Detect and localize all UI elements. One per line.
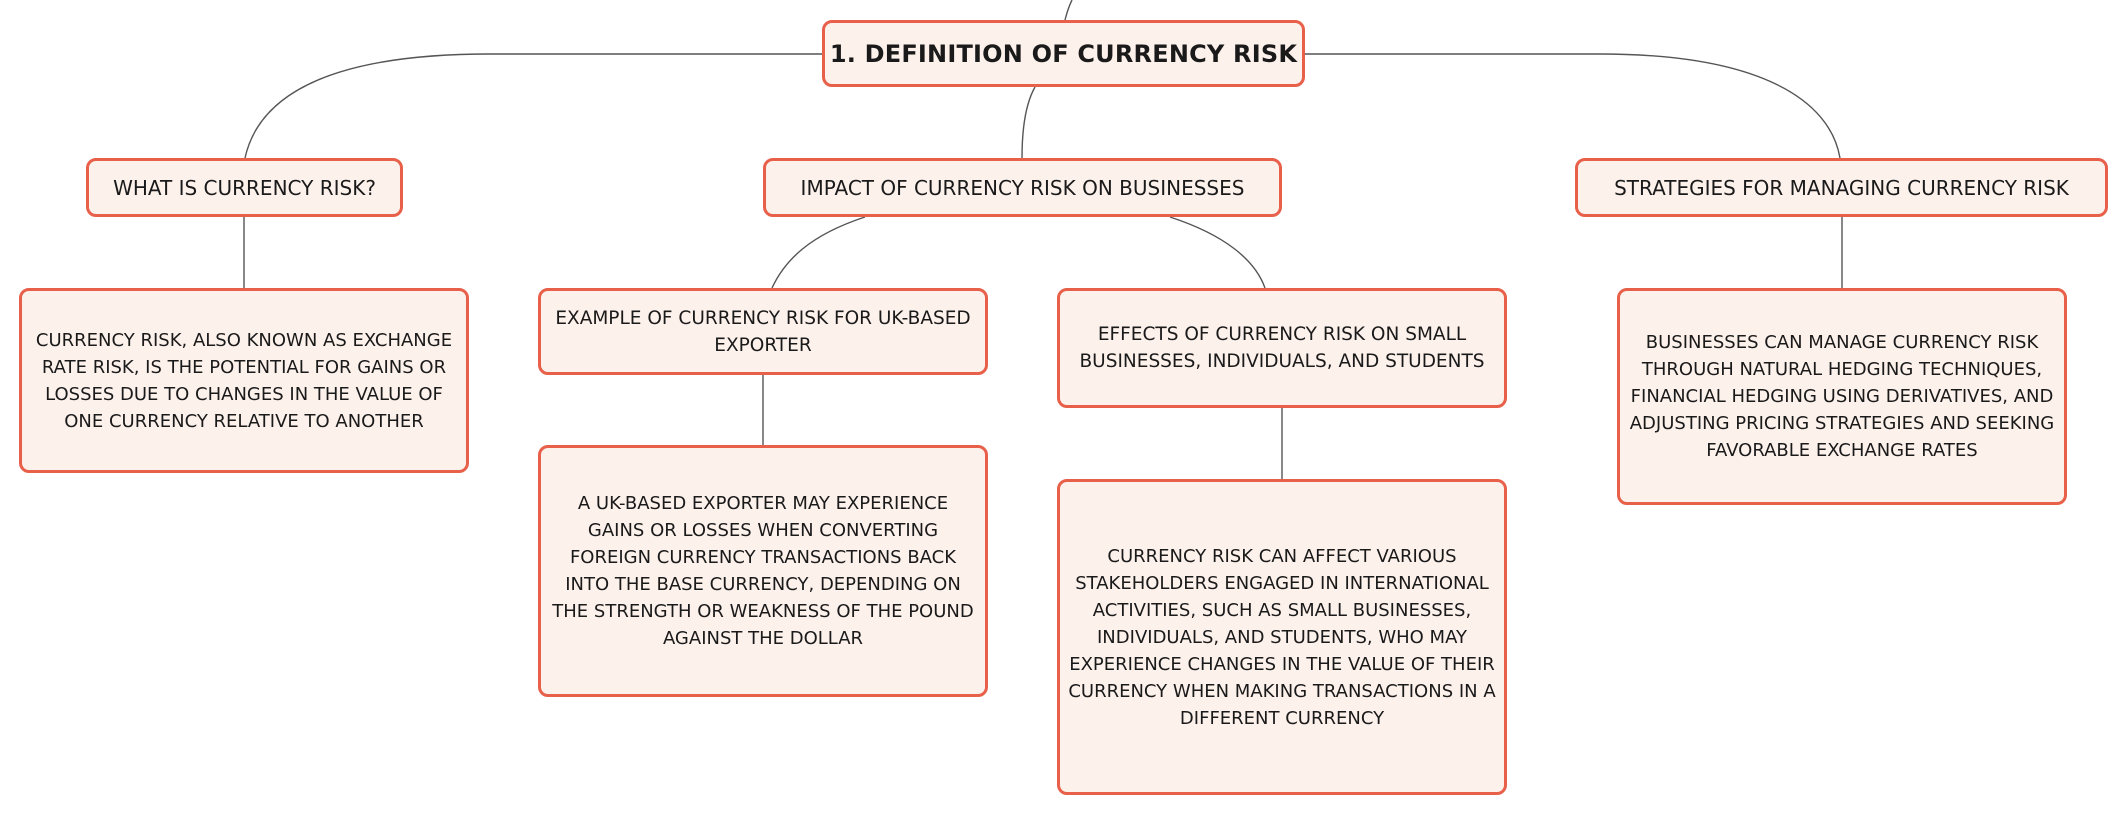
- connector-impact-to-effects: [1169, 216, 1266, 289]
- leaf-node-definition[interactable]: CURRENCY RISK, ALSO KNOWN AS EXCHANGE RA…: [19, 288, 469, 473]
- sub-node-label: EFFECTS OF CURRENCY RISK ON SMALL BUSINE…: [1079, 324, 1485, 372]
- leaf-node-strategies-detail[interactable]: BUSINESSES CAN MANAGE CURRENCY RISK THRO…: [1617, 288, 2067, 505]
- topic-node-managing-strategies[interactable]: STRATEGIES FOR MANAGING CURRENCY RISK: [1575, 158, 2108, 217]
- leaf-node-uk-exporter-detail[interactable]: A UK-BASED EXPORTER MAY EXPERIENCE GAINS…: [538, 445, 988, 697]
- topic-node-impact-on-businesses[interactable]: IMPACT OF CURRENCY RISK ON BUSINESSES: [763, 158, 1282, 217]
- connector-root-to-impact: [1021, 86, 1036, 159]
- leaf-node-stakeholders-detail[interactable]: CURRENCY RISK CAN AFFECT VARIOUS STAKEHO…: [1057, 479, 1507, 795]
- sub-node-uk-exporter-example[interactable]: EXAMPLE OF CURRENCY RISK FOR UK-BASED EX…: [538, 288, 988, 375]
- connector-root-parent: [1064, 0, 1073, 21]
- root-node-label: 1. DEFINITION OF CURRENCY RISK: [829, 39, 1298, 68]
- leaf-node-label: A UK-BASED EXPORTER MAY EXPERIENCE GAINS…: [552, 493, 974, 649]
- topic-node-label: WHAT IS CURRENCY RISK?: [113, 175, 376, 200]
- topic-node-what-is-currency-risk[interactable]: WHAT IS CURRENCY RISK?: [86, 158, 403, 217]
- leaf-node-label: CURRENCY RISK CAN AFFECT VARIOUS STAKEHO…: [1068, 545, 1496, 729]
- connector-impact-to-example: [771, 216, 866, 289]
- leaf-node-label: CURRENCY RISK, ALSO KNOWN AS EXCHANGE RA…: [35, 329, 453, 432]
- connector-root-to-strategies: [1305, 53, 1841, 159]
- connector-root-to-what-is: [244, 53, 822, 159]
- root-node[interactable]: 1. DEFINITION OF CURRENCY RISK: [822, 20, 1305, 87]
- topic-node-label: IMPACT OF CURRENCY RISK ON BUSINESSES: [800, 175, 1245, 200]
- leaf-node-label: BUSINESSES CAN MANAGE CURRENCY RISK THRO…: [1629, 332, 2055, 461]
- topic-node-label: STRATEGIES FOR MANAGING CURRENCY RISK: [1614, 175, 2069, 200]
- sub-node-label: EXAMPLE OF CURRENCY RISK FOR UK-BASED EX…: [555, 307, 971, 356]
- sub-node-effects-on-stakeholders[interactable]: EFFECTS OF CURRENCY RISK ON SMALL BUSINE…: [1057, 288, 1507, 408]
